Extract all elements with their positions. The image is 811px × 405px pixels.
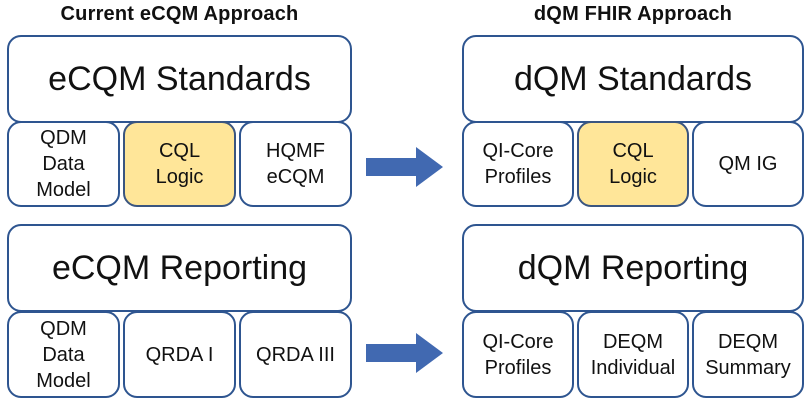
box-dqm-standards-label: dQM Standards <box>513 59 753 98</box>
right-arrow-reporting-icon <box>366 333 443 373</box>
row-dqm-reporting-parts: QI-Core Profiles DEQM Individual DEQM Su… <box>462 311 804 398</box>
box-ecqm-standards-label: eCQM Standards <box>48 59 311 98</box>
box-ecqm-reporting: eCQM Reporting <box>7 224 352 312</box>
box-qrda-i: QRDA I <box>123 311 236 398</box>
box-ecqm-standards: eCQM Standards <box>7 35 352 123</box>
box-deqm-individual: DEQM Individual <box>577 311 689 398</box>
box-qdm-data-model: QDM Data Model <box>7 121 120 207</box>
box-ecqm-reporting-label: eCQM Reporting <box>51 248 308 287</box>
column-dqm-fhir: dQM FHIR Approach dQM Standards QI-Core … <box>462 0 804 405</box>
box-qdm-data-model-reporting: QDM Data Model <box>7 311 120 398</box>
row-dqm-standards-parts: QI-Core Profiles CQL Logic QM IG <box>462 121 804 207</box>
box-dqm-standards: dQM Standards <box>462 35 804 123</box>
box-hqmf-ecqm: HQMF eCQM <box>239 121 352 207</box>
box-qi-core-profiles: QI-Core Profiles <box>462 121 574 207</box>
row-ecqm-reporting-parts: QDM Data Model QRDA I QRDA III <box>7 311 352 398</box>
box-dqm-reporting-label: dQM Reporting <box>517 248 749 287</box>
box-cql-logic-highlighted-fhir: CQL Logic <box>577 121 689 207</box>
box-dqm-reporting: dQM Reporting <box>462 224 804 312</box>
column-title-dqm-fhir: dQM FHIR Approach <box>533 3 733 25</box>
column-title-current-ecqm: Current eCQM Approach <box>60 3 299 25</box>
row-ecqm-standards-parts: QDM Data Model CQL Logic HQMF eCQM <box>7 121 352 207</box>
box-qm-ig: QM IG <box>692 121 804 207</box>
box-cql-logic-highlighted: CQL Logic <box>123 121 236 207</box>
box-qi-core-profiles-reporting: QI-Core Profiles <box>462 311 574 398</box>
box-qrda-iii: QRDA III <box>239 311 352 398</box>
column-current-ecqm: Current eCQM Approach eCQM Standards QDM… <box>7 0 352 405</box>
right-arrow-standards-icon <box>366 147 443 187</box>
box-deqm-summary: DEQM Summary <box>692 311 804 398</box>
